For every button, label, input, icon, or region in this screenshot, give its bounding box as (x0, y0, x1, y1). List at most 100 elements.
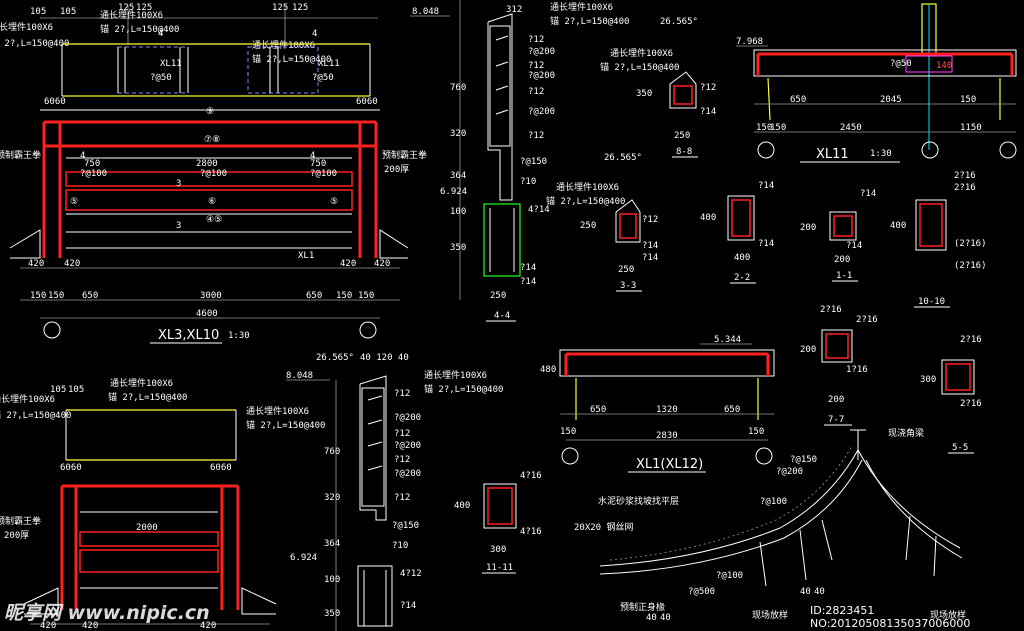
roof-sub-1: 现场放样 (752, 609, 788, 621)
xl1-dim-1: 650 (590, 405, 606, 415)
xl11-dim-a2: 2045 (880, 95, 902, 105)
s44-bar-5: ?12 (528, 87, 544, 97)
s33-w: 250 (618, 265, 634, 275)
xl1-title: XL1(XL12) (636, 457, 703, 472)
s44b-top: 40 120 40 (360, 353, 409, 363)
xl1-dim-3: 650 (724, 405, 740, 415)
xl3l-dim-1: 105 (50, 385, 66, 395)
xl3l-embed-left: 通长埋件100X6 (0, 393, 55, 405)
xl3-title: XL3,XL10 (158, 328, 219, 343)
s44-bar-3: ?12 (528, 61, 544, 71)
dim-750-right: 750 (310, 159, 326, 169)
s1111-bar-1: 4?16 (520, 471, 542, 481)
dim-420-c: 420 (340, 259, 356, 269)
s1010-bar-4: (2?16) (954, 261, 987, 271)
s44-embed: 通长埋件100X6 (550, 1, 613, 13)
section-7-7: 200 2?16 2?16 1?16 200 7-7 (800, 305, 878, 426)
dim-b-7: 150 (358, 291, 374, 301)
mark-45: ④⑤ (206, 215, 222, 225)
xl11-mid: ?@50 (890, 59, 912, 69)
s44-bar-6: ?@200 (528, 107, 555, 117)
s55-bar-2: 2?16 (960, 399, 982, 409)
mark-4d: 4 (310, 151, 315, 161)
xl1-elevation: 5.344 480 650 1320 650 150 150 2830 XL1(… (540, 335, 775, 473)
mark-5a: ⑤ (70, 197, 78, 207)
mark-4a: 4 (158, 29, 163, 39)
xl3-scale: 1:30 (228, 331, 250, 341)
xl3l-side-thk: 200厚 (4, 530, 29, 541)
section-8-8: 26.565° 通长埋件100X6 锚 2?,L=150@400 350 ?12… (600, 17, 716, 158)
xl3-beam-label: XL11 (160, 59, 182, 69)
s44b-dim-5: 350 (324, 609, 340, 619)
section-11-11: 400 4?16 4?16 300 11-11 (454, 471, 542, 574)
xl3l-anchor-left: 锚 2?,L=150@400 (0, 409, 71, 421)
s33-bar-2: ?14 (642, 241, 658, 251)
s44b-bar-10: 4?12 (400, 569, 422, 579)
xl11-scale: 1:30 (870, 149, 892, 159)
s88-w: 250 (674, 131, 690, 141)
s33-bar-3: ?14 (642, 253, 658, 263)
xl1-height: 480 (540, 365, 556, 375)
dim-6060-right: 6060 (356, 97, 378, 107)
dim-b-1: 150 (30, 291, 46, 301)
s44-bar-2: ?@200 (528, 47, 555, 57)
s77-title: 7-7 (828, 415, 844, 425)
s11-bar-1: ?14 (860, 189, 876, 199)
dim-total: 4600 (196, 309, 218, 319)
xl3-side-thk: 200厚 (384, 164, 409, 175)
s11-w: 200 (834, 255, 850, 265)
s88-bar-1: ?12 (700, 83, 716, 93)
dim-top-1: 105 (30, 7, 46, 17)
mark-4c: 4 (80, 151, 85, 161)
section-1-1: 200 ?14 ?14 200 1-1 (800, 189, 876, 282)
s44b-elev-mid: 6.924 (290, 553, 317, 563)
xl1-elev: 5.344 (714, 335, 741, 345)
dim-6060-left: 6060 (44, 97, 66, 107)
xl3-anchor-note-right: 锚 2?,L=150@400 (252, 53, 331, 65)
xl11-dim-a1: 650 (790, 95, 806, 105)
roof-note-1: 水泥砂浆找坡找平层 (598, 495, 679, 507)
s44b-anchor: 锚 2?,L=150@400 (424, 383, 503, 395)
s44b-bar-9: ?10 (392, 541, 408, 551)
mark-9: ⑨ (206, 107, 214, 117)
xl3-embed-note-left: 通长埋件100X6 (0, 21, 53, 33)
s88-anchor: 锚 2?,L=150@400 (600, 61, 679, 73)
dim-top-3: 125 (118, 3, 134, 13)
xl11-elevation: 7.968 140 ?@50 650 2045 150 150 150 2450… (736, 3, 1017, 163)
s33-bar-1: ?12 (642, 215, 658, 225)
s44b-bar-8: ?@150 (392, 521, 419, 531)
roof-note-3: 预制正身椽 (620, 601, 665, 613)
s44-base: 250 (490, 291, 506, 301)
s44b-bar-7: ?12 (394, 493, 410, 503)
s44-bar-9: ?10 (520, 177, 536, 187)
xl3l-420-c: 420 (200, 621, 216, 631)
s1010-h: 400 (890, 221, 906, 231)
s22-bar-1: ?14 (758, 181, 774, 191)
s33-angle: 26.565° (604, 153, 642, 163)
dim-top-2: 105 (60, 7, 76, 17)
s55-h: 300 (920, 375, 936, 385)
section-5-5: 300 2?16 2?16 5-5 (920, 335, 982, 454)
dim-2800: 2800 (196, 159, 218, 169)
xl3l-embed: 通长埋件100X6 (110, 377, 173, 389)
xl3l-side-note: 预制霸王拳 (0, 515, 41, 527)
s33-embed: 通长埋件100X6 (556, 181, 619, 193)
s44b-bar-2: ?@200 (394, 413, 421, 423)
dim-b-6: 150 (336, 291, 352, 301)
roof-bar-4: ?@100 (716, 571, 743, 581)
mark-4b: 4 (312, 29, 317, 39)
s1111-title: 11-11 (486, 563, 513, 573)
roof-note-4: 现浇角梁 (888, 427, 924, 439)
xl3l-anchor: 锚 2?,L=150@400 (108, 391, 187, 403)
xl3-side-note: 预制霸王拳 (382, 149, 427, 161)
s1010-title: 10-10 (918, 297, 945, 307)
s11-title: 1-1 (836, 271, 852, 281)
mark-5b: ⑤ (330, 197, 338, 207)
s44b-angle: 26.565° (316, 353, 354, 363)
s88-bar-2: ?14 (700, 107, 716, 117)
s44-bar-4: ?@200 (528, 71, 555, 81)
s44-dim-1: 760 (450, 83, 466, 93)
xl11-bar: 140 (936, 61, 952, 71)
mark-6: ⑥ (208, 197, 216, 207)
